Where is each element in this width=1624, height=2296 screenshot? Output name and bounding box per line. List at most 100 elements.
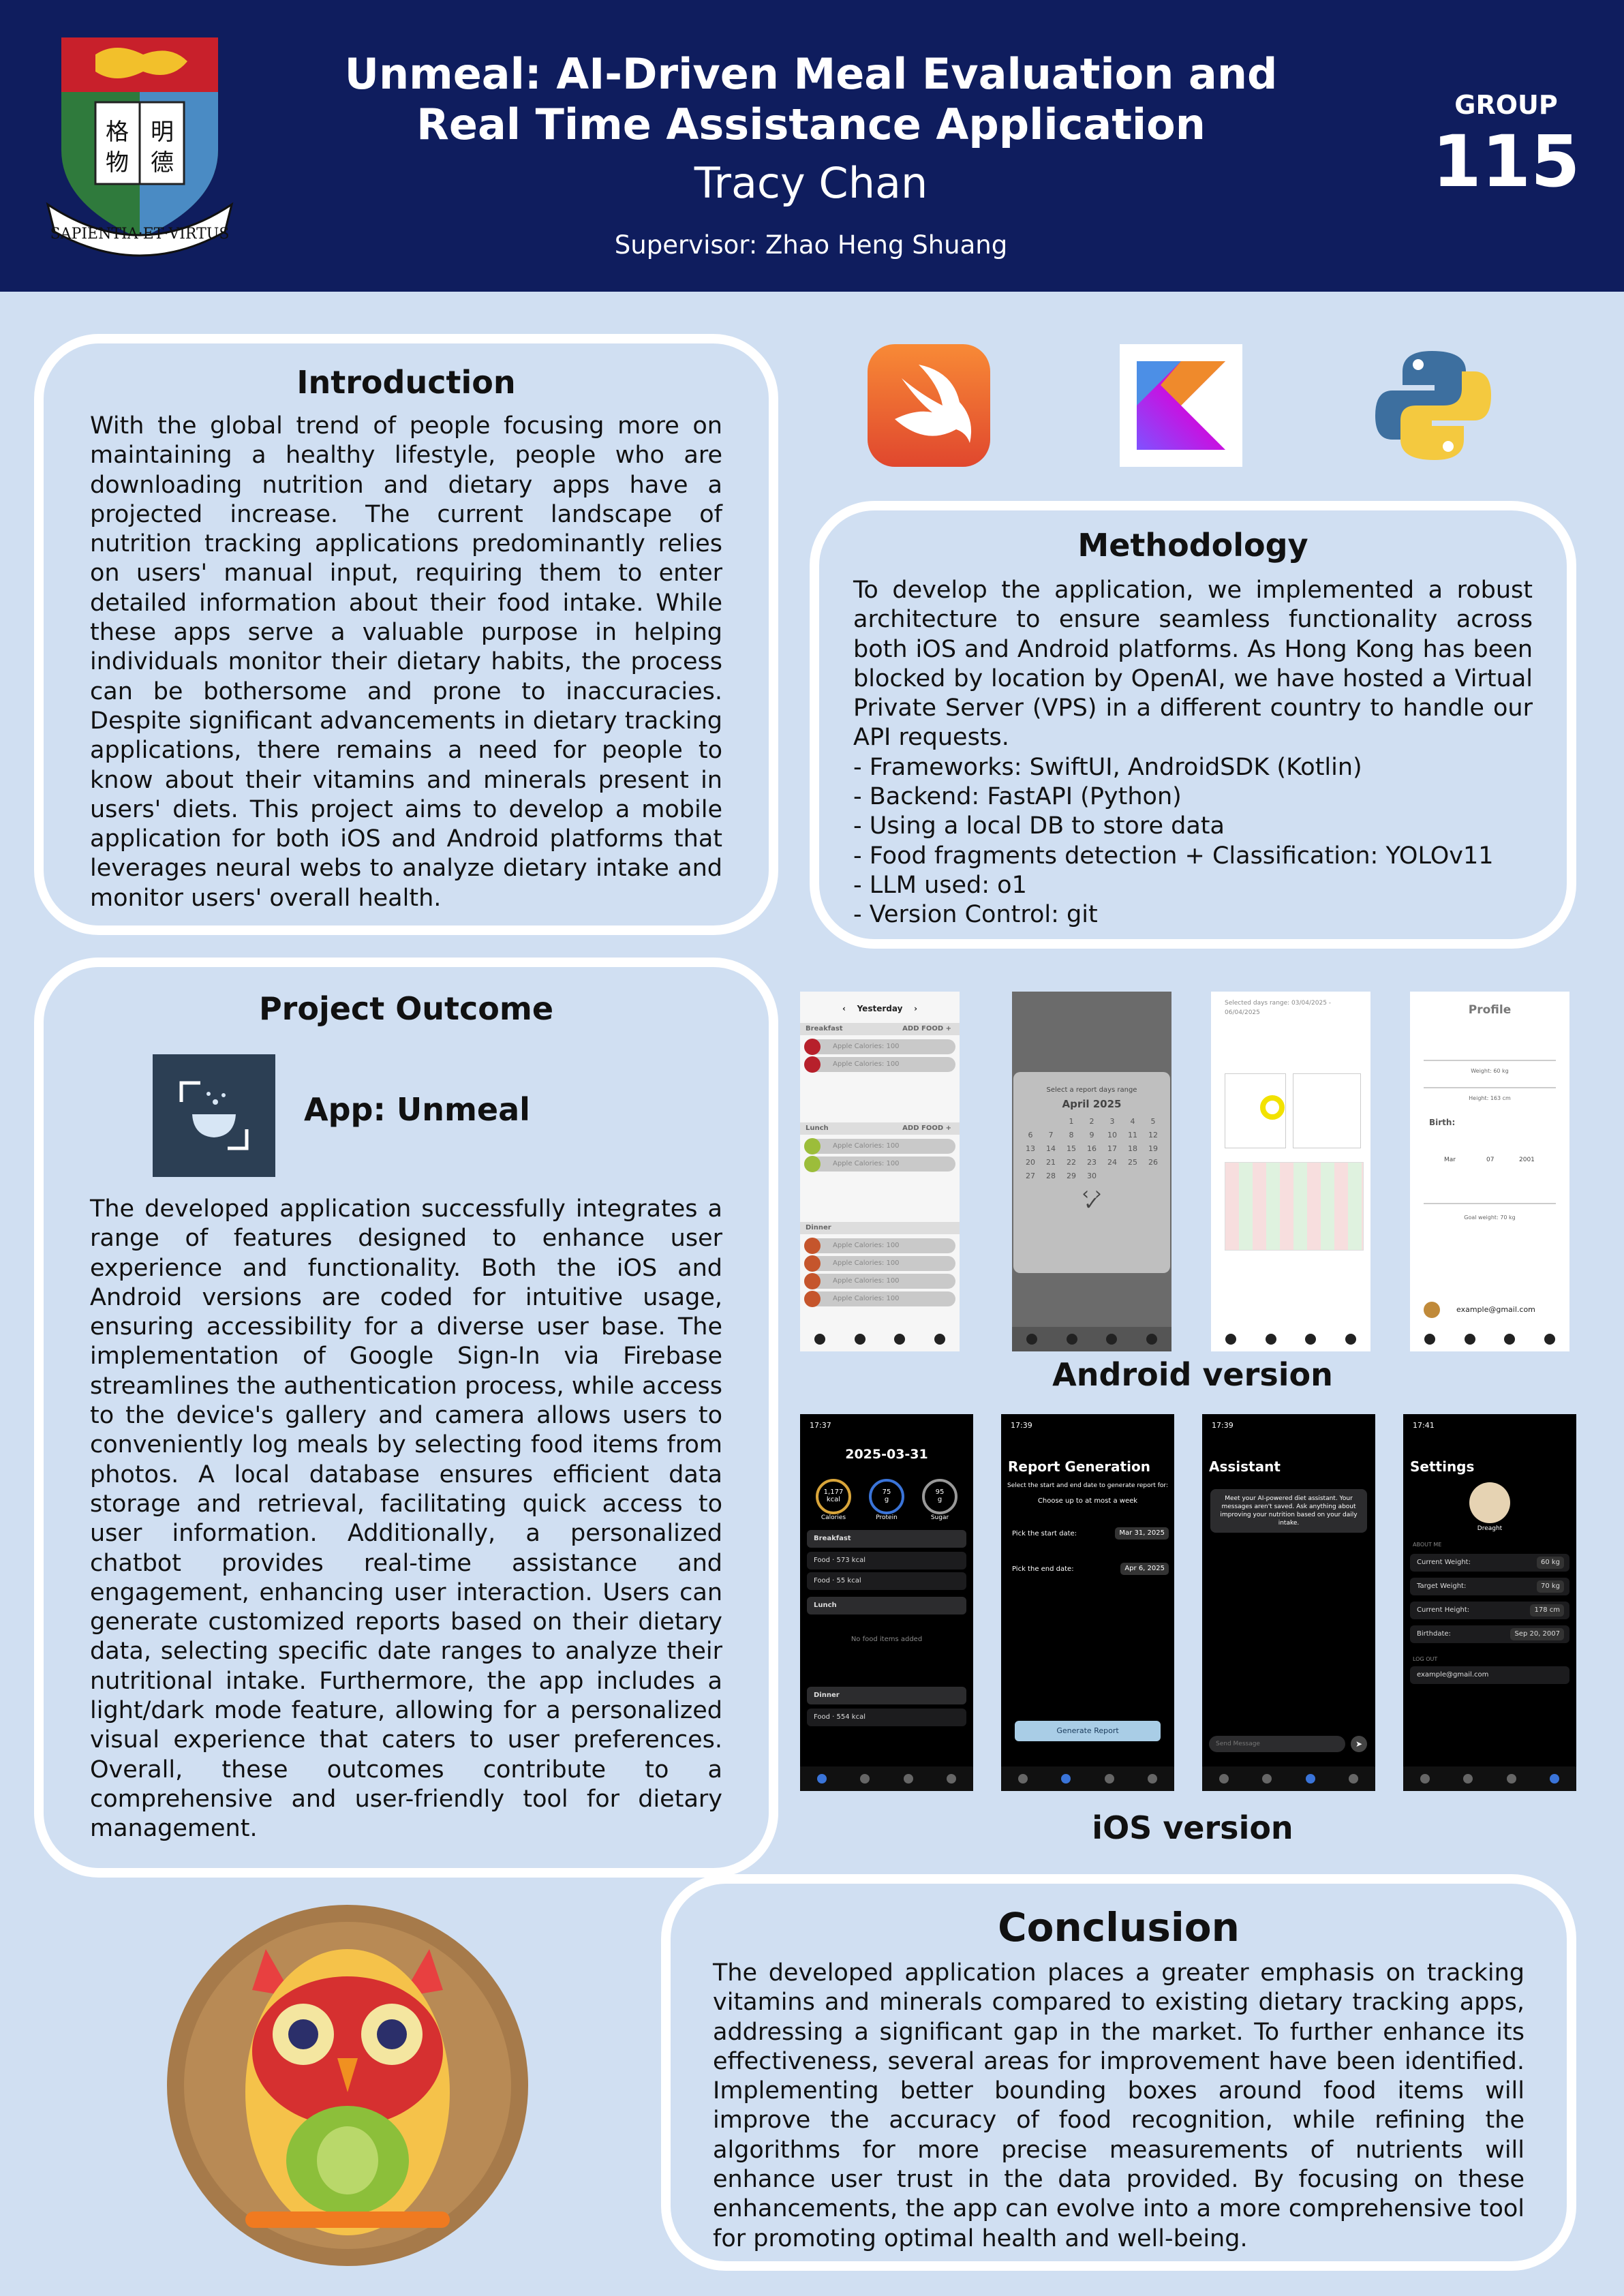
chat-icon[interactable] — [1305, 1334, 1317, 1345]
chat-tab-icon[interactable] — [1104, 1774, 1114, 1784]
methodology-title: Methodology — [1077, 527, 1308, 564]
settings-row[interactable]: Birthdate:Sep 20, 2007 — [1410, 1625, 1569, 1643]
calendar-day[interactable]: 20 — [1026, 1158, 1035, 1167]
calendar-day[interactable]: 30 — [1087, 1172, 1097, 1180]
chat-icon[interactable] — [1106, 1334, 1118, 1345]
calendar-day[interactable]: 1 — [1069, 1117, 1074, 1126]
weight-slider[interactable] — [1424, 1060, 1556, 1061]
ios-food-row[interactable]: Food · 573 kcal — [807, 1552, 966, 1570]
profile-icon[interactable] — [934, 1334, 945, 1345]
birth-month[interactable]: Mar — [1444, 1157, 1456, 1163]
calendar-day[interactable]: 16 — [1087, 1144, 1097, 1153]
apple-icon — [804, 1138, 821, 1154]
goal-slider[interactable] — [1424, 1203, 1556, 1204]
chat-tab-icon[interactable] — [903, 1774, 913, 1784]
reports-tab-icon[interactable] — [860, 1774, 870, 1784]
calendar-day[interactable]: 29 — [1067, 1172, 1076, 1180]
settings-row[interactable]: Current Weight:60 kg — [1410, 1554, 1569, 1572]
ios-status-time: 17:41 — [1413, 1421, 1435, 1430]
chat-tab-icon[interactable] — [1305, 1774, 1315, 1784]
diary-tab-icon[interactable] — [1420, 1774, 1430, 1784]
edit-icon[interactable] — [1066, 1334, 1077, 1345]
ios-food-row[interactable]: Food · 554 kcal — [807, 1709, 966, 1726]
calendar-day[interactable]: 4 — [1130, 1117, 1135, 1126]
calendar-day[interactable]: 2 — [1089, 1117, 1094, 1126]
chat-icon[interactable] — [1504, 1334, 1516, 1345]
height-slider[interactable] — [1424, 1087, 1556, 1088]
calendar-day[interactable]: 7 — [1048, 1131, 1054, 1139]
reports-tab-icon[interactable] — [1061, 1774, 1071, 1784]
start-date-picker[interactable]: Mar 31, 2025 — [1115, 1527, 1169, 1540]
calendar-day[interactable]: 13 — [1026, 1144, 1035, 1153]
reports-tab-icon[interactable] — [1463, 1774, 1473, 1784]
reports-tab-icon[interactable] — [1262, 1774, 1272, 1784]
project-outcome-title: Project Outcome — [258, 990, 554, 1027]
diary-tab-icon[interactable] — [816, 1774, 827, 1784]
ios-food-row[interactable]: Food · 55 kcal — [807, 1572, 966, 1590]
settings-row-value: 178 cm — [1530, 1604, 1564, 1617]
generate-report-button[interactable]: Generate Report — [1015, 1721, 1161, 1741]
edit-icon[interactable] — [1265, 1334, 1276, 1345]
calendar-day[interactable]: 6 — [1028, 1131, 1033, 1139]
birth-year[interactable]: 2001 — [1519, 1157, 1535, 1163]
end-date-picker[interactable]: Apr 6, 2025 — [1120, 1563, 1169, 1575]
logout-button[interactable]: example@gmail.com — [1410, 1666, 1569, 1684]
conclusion-body: The developed application places a great… — [713, 1959, 1525, 2252]
calendar-day[interactable]: 19 — [1148, 1144, 1158, 1153]
calendar-day[interactable]: 15 — [1067, 1144, 1076, 1153]
calendar-day[interactable]: 8 — [1069, 1131, 1074, 1139]
settings-row[interactable]: Current Height:178 cm — [1410, 1602, 1569, 1619]
birth-day[interactable]: 07 — [1486, 1157, 1495, 1163]
calendar-day[interactable]: 25 — [1128, 1158, 1137, 1167]
chat-tab-icon[interactable] — [1506, 1774, 1516, 1784]
calories-label: Calories — [821, 1514, 846, 1521]
android-food-row: Apple Calories: 100 — [804, 1039, 955, 1054]
calendar-day[interactable]: 12 — [1148, 1131, 1158, 1139]
sun-icon[interactable] — [1225, 1334, 1237, 1345]
edit-icon[interactable] — [1464, 1334, 1475, 1345]
calendar-day[interactable]: 27 — [1026, 1172, 1035, 1180]
chat-icon[interactable] — [894, 1334, 906, 1345]
calendar-day[interactable]: 18 — [1128, 1144, 1137, 1153]
calendar-day[interactable]: 11 — [1128, 1131, 1137, 1139]
calendar-day[interactable]: 17 — [1107, 1144, 1117, 1153]
diary-tab-icon[interactable] — [1219, 1774, 1229, 1784]
profile-icon[interactable] — [1544, 1334, 1555, 1345]
author-name: Tracy Chan — [694, 158, 928, 208]
assistant-welcome-message: Meet your AI-powered diet assistant. You… — [1210, 1489, 1367, 1533]
message-input[interactable]: Send Message — [1209, 1736, 1345, 1752]
android-nav-bar — [1410, 1327, 1569, 1351]
diary-tab-icon[interactable] — [1017, 1774, 1028, 1784]
calendar-day[interactable]: 14 — [1046, 1144, 1056, 1153]
calendar-day[interactable]: 28 — [1046, 1172, 1056, 1180]
settings-row[interactable]: Target Weight:70 kg — [1410, 1578, 1569, 1595]
settings-row-label: Target Weight: — [1417, 1582, 1467, 1590]
settings-tab-icon[interactable] — [1550, 1774, 1560, 1784]
calendar-day[interactable]: 21 — [1046, 1158, 1056, 1167]
ios-dinner-header: Dinner — [807, 1687, 966, 1704]
calendar-day[interactable]: 22 — [1067, 1158, 1076, 1167]
sun-icon[interactable] — [1424, 1334, 1436, 1345]
calendar-day[interactable]: 24 — [1107, 1158, 1117, 1167]
send-icon[interactable]: ➤ — [1351, 1736, 1367, 1752]
methodology-item: Frameworks: SwiftUI, AndroidSDK (Kotlin) — [853, 753, 1533, 782]
protein-value: 75 — [882, 1488, 891, 1496]
calendar-day[interactable]: 3 — [1109, 1117, 1115, 1126]
confirm-check-icon[interactable]: ✓ — [1084, 1192, 1100, 1214]
calendar-day[interactable]: 10 — [1107, 1131, 1117, 1139]
profile-icon[interactable] — [1345, 1334, 1356, 1345]
android-food-row: Apple Calories: 100 — [804, 1238, 955, 1253]
calendar-day[interactable]: 26 — [1148, 1158, 1158, 1167]
sun-icon[interactable] — [1026, 1334, 1038, 1345]
sun-icon[interactable] — [814, 1334, 826, 1345]
settings-tab-icon[interactable] — [947, 1774, 957, 1784]
settings-tab-icon[interactable] — [1349, 1774, 1359, 1784]
calendar-day[interactable]: 23 — [1087, 1158, 1097, 1167]
edit-icon[interactable] — [854, 1334, 865, 1345]
calendar-day[interactable]: 5 — [1150, 1117, 1156, 1126]
calendar-day[interactable]: 9 — [1089, 1131, 1094, 1139]
settings-tab-icon[interactable] — [1148, 1774, 1158, 1784]
profile-icon[interactable] — [1146, 1334, 1157, 1345]
